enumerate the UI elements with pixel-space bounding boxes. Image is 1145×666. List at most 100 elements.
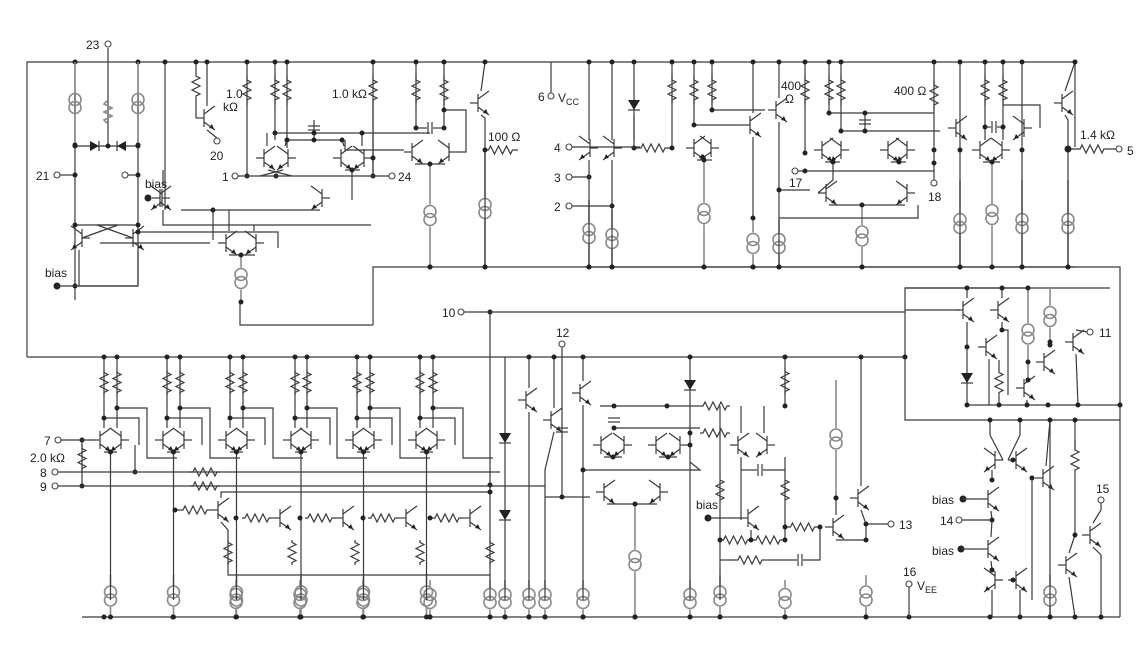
junction	[902, 354, 908, 360]
current-source-icon	[423, 164, 437, 267]
junction	[367, 354, 373, 360]
current-source-icon	[68, 62, 82, 145]
vcc-label: VCC	[558, 91, 580, 107]
junction	[297, 614, 303, 620]
pin-6-vcc[interactable]: 6 VCC	[538, 62, 580, 107]
junction	[1098, 614, 1104, 620]
current-source-icon	[829, 380, 843, 498]
junction	[687, 614, 693, 620]
pin-24[interactable]: 24	[388, 170, 412, 184]
pin-13-label: 13	[899, 518, 913, 532]
wire	[96, 224, 138, 239]
junction	[964, 344, 970, 350]
junction	[632, 501, 638, 507]
pin-23[interactable]: 23	[86, 38, 112, 52]
junction	[586, 264, 592, 270]
pin-9[interactable]: 9	[40, 480, 545, 494]
junction	[826, 59, 832, 65]
pin-18[interactable]: 18	[928, 179, 942, 204]
capacitor-icon	[608, 417, 620, 423]
diode-icon	[499, 510, 511, 521]
pin-3[interactable]: 3	[554, 171, 590, 185]
resistor-icon	[993, 360, 1005, 405]
pin-4[interactable]: 4	[554, 141, 640, 155]
pin-21[interactable]: 21	[36, 169, 78, 183]
junction	[204, 59, 210, 65]
current-source-icon	[985, 162, 999, 267]
junction	[1072, 614, 1078, 620]
junction	[1017, 614, 1023, 620]
resistor-icon	[242, 512, 272, 524]
capacitor-icon	[556, 427, 568, 433]
resistor-icon	[286, 540, 298, 565]
npn-transistor-icon	[335, 505, 355, 531]
junction	[430, 354, 436, 360]
capacitors	[308, 119, 997, 566]
resistor-icon	[688, 75, 700, 105]
junction	[802, 150, 808, 156]
junction	[1117, 402, 1123, 408]
current-source-icon	[1043, 288, 1057, 345]
pin-1[interactable]: 1	[222, 170, 390, 184]
vee-label: VEE	[917, 579, 937, 595]
wire	[230, 417, 266, 445]
pin-15[interactable]: 15	[1096, 482, 1110, 504]
pin-12[interactable]: 12	[556, 326, 570, 348]
diode-icon	[684, 380, 696, 391]
pin-11[interactable]: 11	[1086, 326, 1112, 340]
npn-transistor-icon	[462, 505, 482, 531]
wire	[344, 140, 404, 151]
pin-8-label: 8	[40, 466, 47, 480]
pin-5[interactable]: 5	[1115, 144, 1134, 158]
junction	[863, 521, 869, 527]
resistor-icon	[1068, 143, 1116, 155]
resistor-icon	[785, 521, 820, 533]
wire	[138, 231, 279, 248]
resistor-icon	[751, 534, 785, 546]
wire	[357, 417, 393, 445]
pin-21b[interactable]	[121, 171, 141, 179]
junction	[361, 449, 366, 455]
pin-17[interactable]: 17	[789, 167, 803, 190]
pin-16-vee[interactable]: 16 VEE	[903, 565, 937, 617]
pin-2[interactable]: 2	[554, 200, 612, 214]
junction	[272, 59, 278, 65]
junction	[1025, 285, 1031, 291]
resistor-label-2k: 2.0 kΩ	[30, 451, 65, 465]
junction	[957, 147, 963, 153]
pin-4-label: 4	[554, 141, 561, 155]
junction	[1025, 359, 1031, 365]
pin-14[interactable]: 14	[940, 514, 992, 528]
pin-20[interactable]: 20	[210, 137, 224, 163]
npn-transistor-icon	[425, 427, 445, 453]
diode-icon	[961, 373, 973, 384]
junction	[1024, 402, 1030, 408]
pin-7[interactable]: 7	[44, 434, 94, 448]
resistor-label-1k-b: 1.0 kΩ	[332, 87, 367, 101]
resistor-icon	[111, 370, 123, 395]
pin-8[interactable]: 8	[40, 466, 500, 480]
pin-10[interactable]: 10	[442, 306, 905, 320]
junction	[108, 449, 113, 455]
wire	[180, 407, 240, 459]
junction	[240, 405, 246, 411]
junction	[227, 415, 233, 421]
bias-label: bias	[45, 266, 67, 280]
junction	[750, 59, 756, 65]
resistor-icon	[720, 534, 751, 546]
junction	[999, 327, 1005, 333]
capacitor-icon	[757, 464, 763, 476]
wire	[370, 407, 430, 459]
npn-transistor-icon	[398, 505, 418, 531]
resistor-icon	[98, 370, 110, 395]
resistor-icon	[484, 540, 496, 565]
npn-transistor-icon	[740, 505, 760, 531]
npn-transistor-icon	[244, 230, 264, 256]
junction	[665, 454, 671, 460]
junction	[863, 614, 869, 620]
junction	[826, 110, 832, 116]
junction	[177, 405, 183, 411]
pin-13[interactable]: 13	[868, 518, 913, 532]
junction	[72, 222, 78, 228]
junction	[430, 405, 436, 411]
